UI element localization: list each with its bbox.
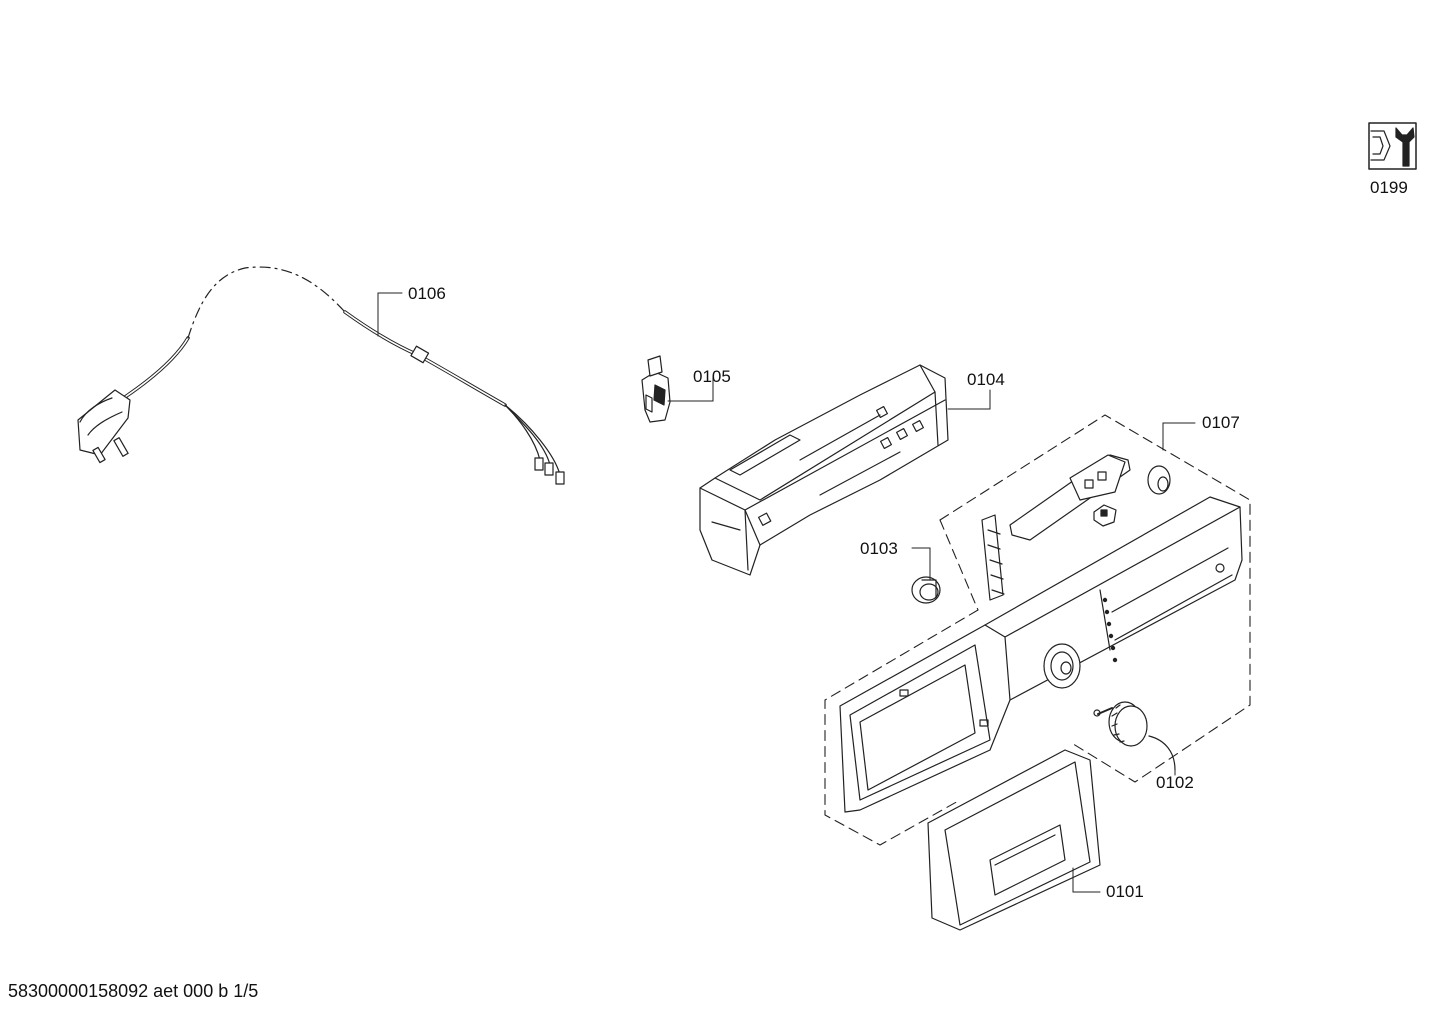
part-label-0102: 0102 <box>1156 773 1194 792</box>
module-carrier-part <box>700 365 990 575</box>
power-cord-part <box>78 267 564 484</box>
part-label-0101: 0101 <box>1106 882 1144 901</box>
part-label-0103: 0103 <box>860 539 898 558</box>
connector-part <box>642 356 713 422</box>
document-footer-id: 58300000158092 aet 000 b 1/5 <box>8 981 259 1001</box>
knob-insert-part <box>912 548 940 603</box>
part-label-0105: 0105 <box>693 367 731 386</box>
part-label-0104: 0104 <box>967 370 1005 389</box>
tool-kit-icon <box>1369 123 1416 169</box>
assembly-group-boundary <box>825 415 1250 845</box>
part-label-0106: 0106 <box>408 284 446 303</box>
selector-bar-part <box>1010 455 1170 540</box>
rotary-knob-part <box>1094 702 1175 775</box>
light-guide-part <box>982 515 1004 600</box>
drawer-handle-part <box>928 750 1100 930</box>
control-panel-part <box>840 497 1242 812</box>
part-label-0199: 0199 <box>1370 178 1408 197</box>
part-label-0107: 0107 <box>1202 413 1240 432</box>
